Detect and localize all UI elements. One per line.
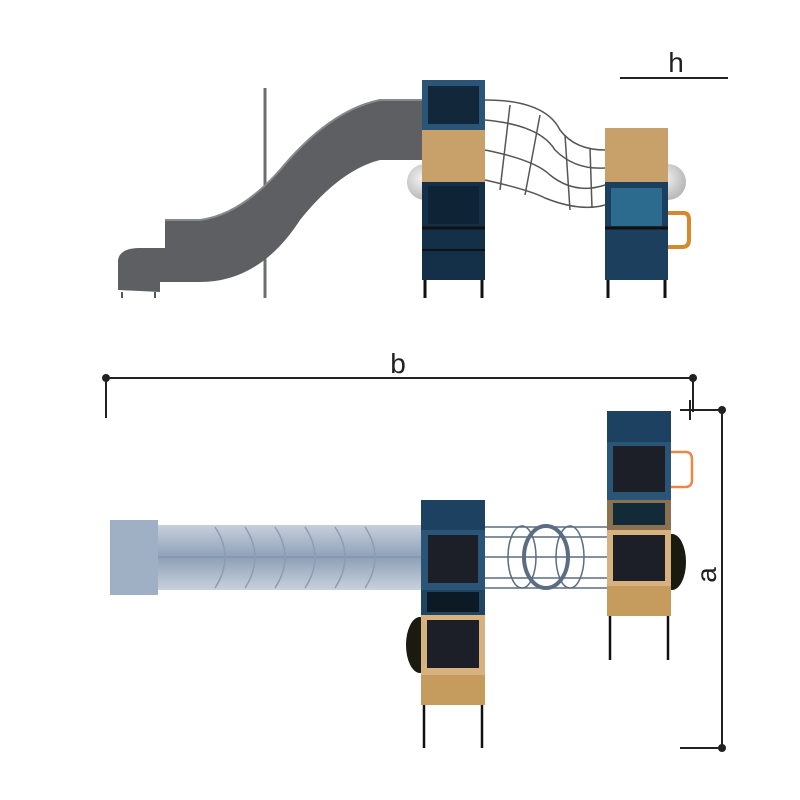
tower-1-side: [422, 80, 485, 298]
handle: [671, 450, 694, 489]
net-bridge: [484, 99, 606, 211]
dimension-h: h: [620, 47, 728, 79]
tower-2-side: [605, 128, 691, 298]
dimension-a-label: a: [691, 567, 722, 583]
ring-tunnel: [485, 524, 607, 590]
tower-1-plan: [421, 500, 485, 748]
handle: [668, 211, 691, 249]
side-elevation: [118, 80, 691, 298]
dimension-b-label: b: [390, 348, 406, 379]
tower-2-plan: [607, 411, 694, 660]
dimension-b: b: [102, 348, 697, 418]
slide-side: [118, 99, 422, 298]
dimension-h-label: h: [668, 47, 684, 78]
plan-view: [110, 411, 694, 748]
dimension-a: a: [680, 400, 726, 752]
slide-tube-plan: [110, 520, 422, 595]
